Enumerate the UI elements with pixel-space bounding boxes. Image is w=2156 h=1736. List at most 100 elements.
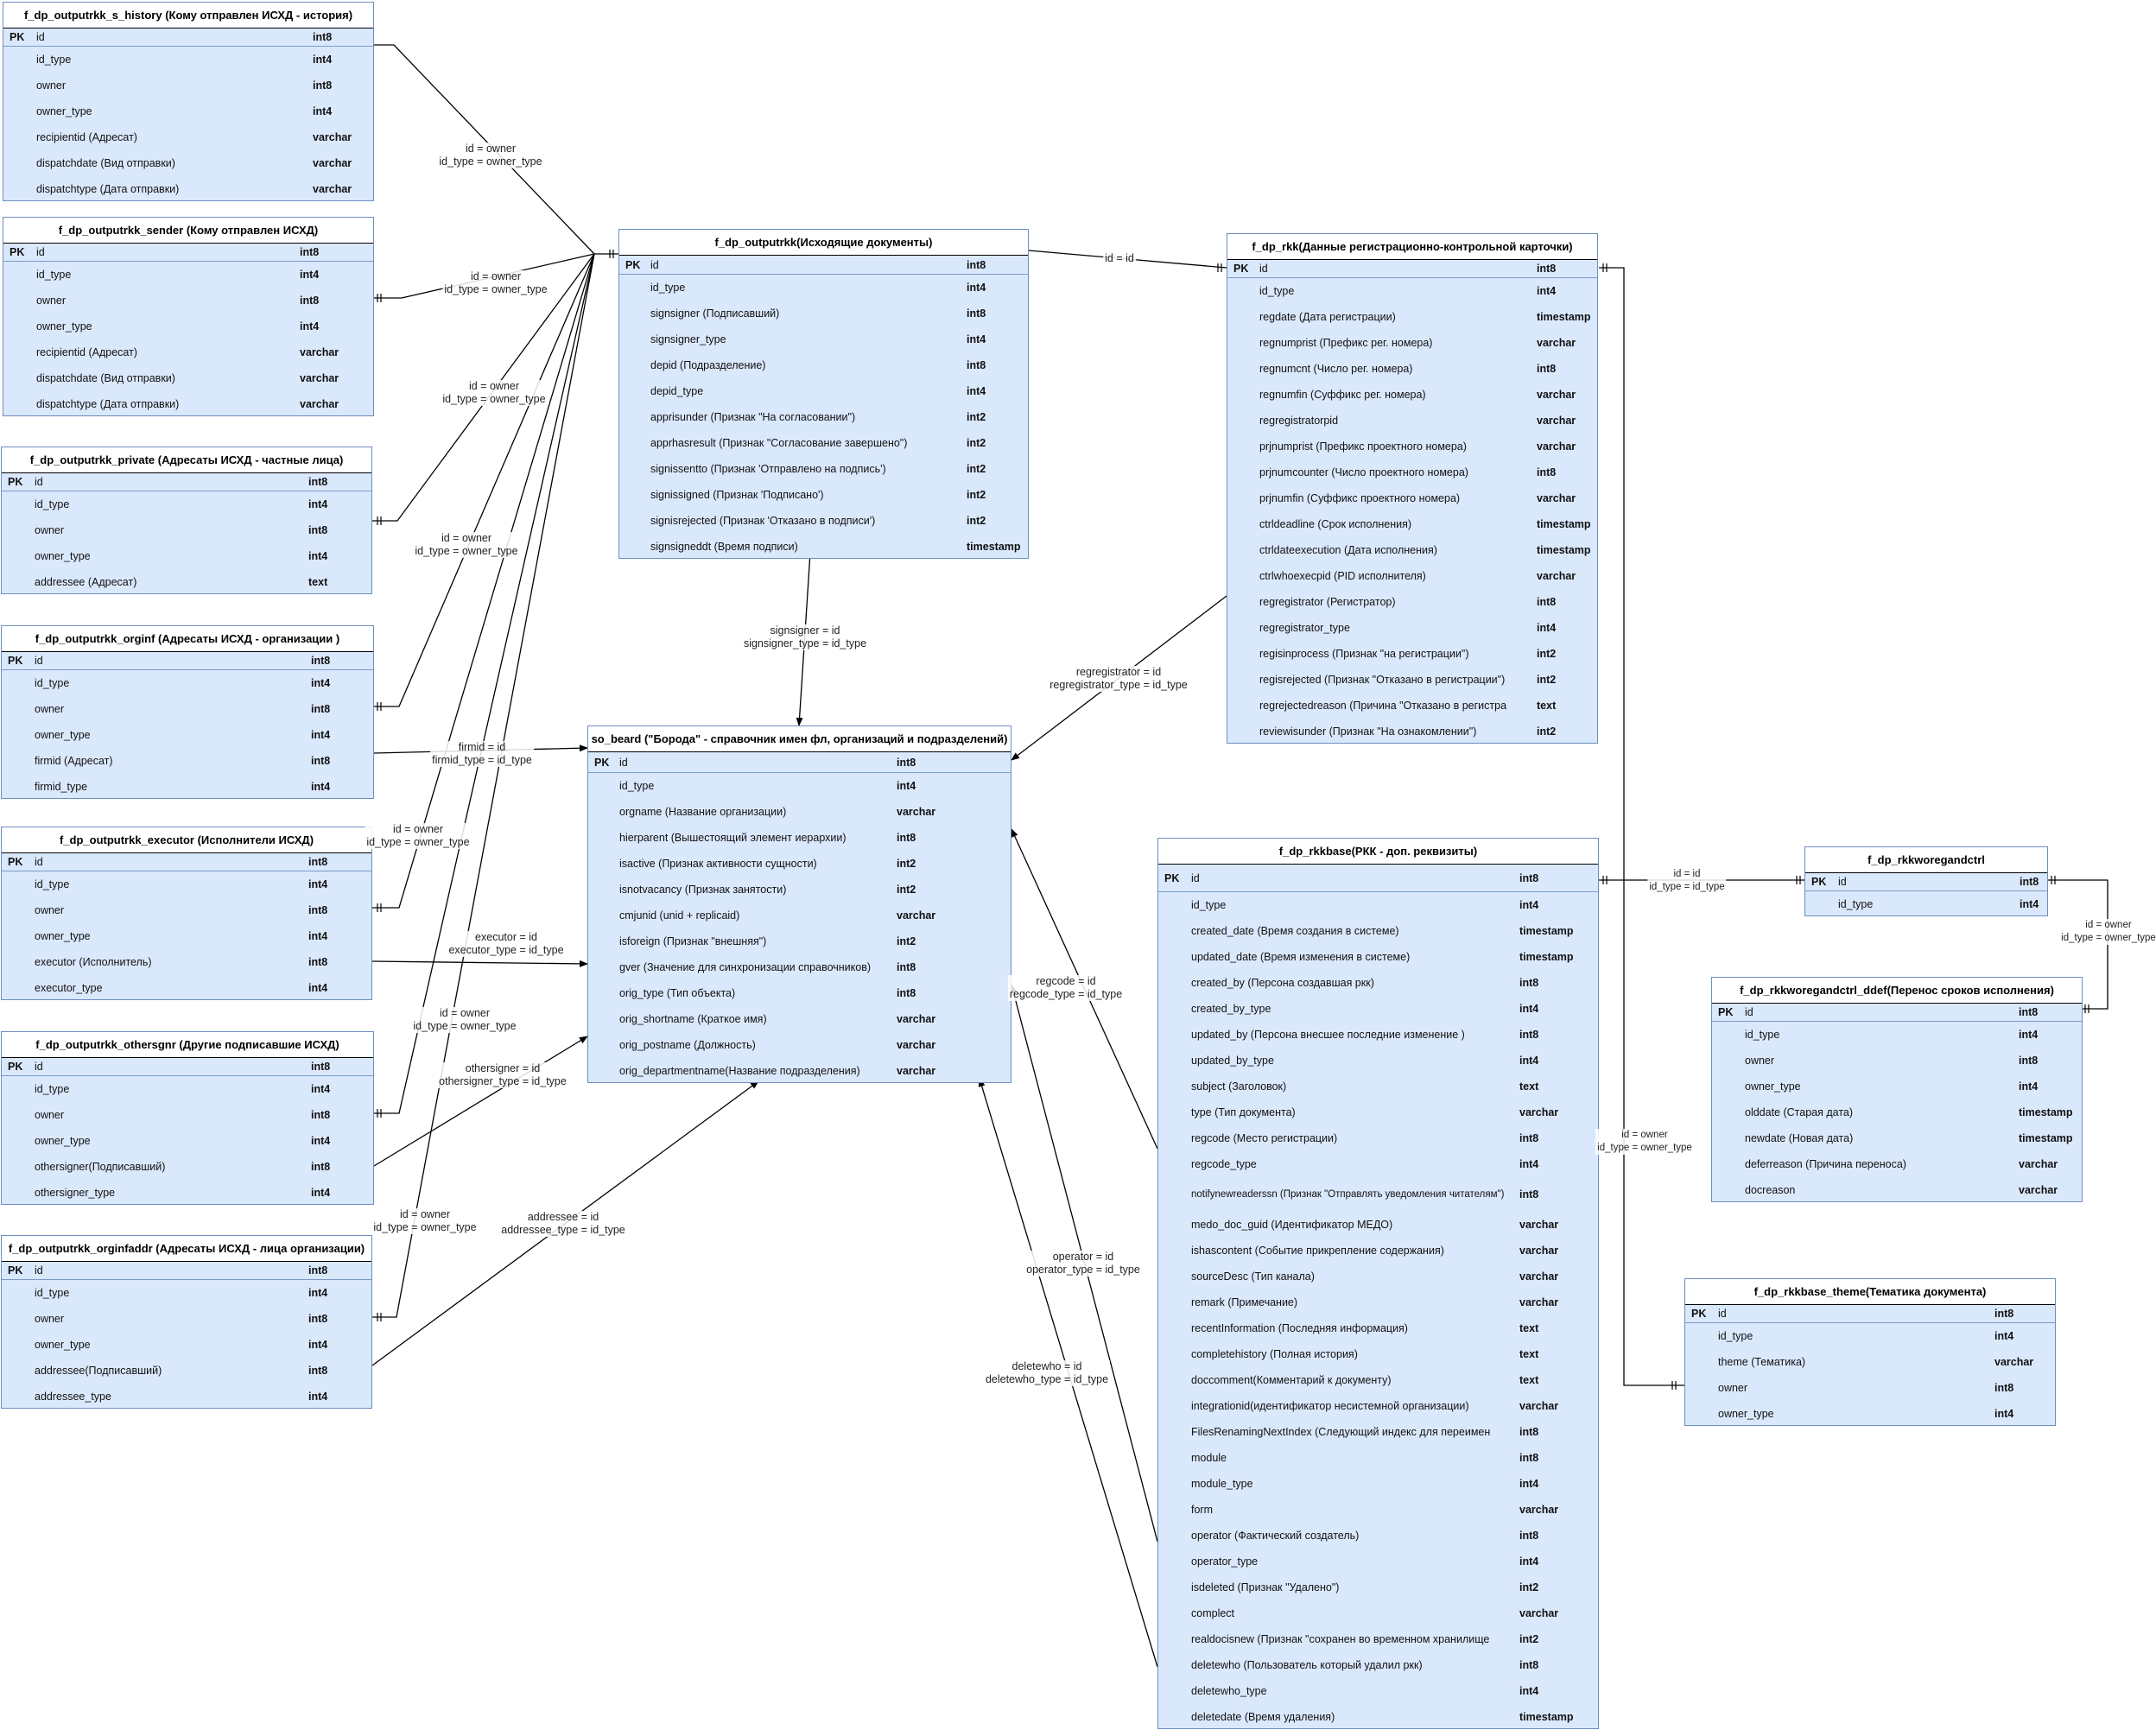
- table-orginf[interactable]: f_dp_outputrkk_orginf (Адресаты ИСХД - о…: [1, 625, 374, 799]
- table-row[interactable]: othersigner(Подписавший)int8: [2, 1154, 373, 1180]
- table-row[interactable]: recentInformation (Последняя информация)…: [1158, 1315, 1598, 1341]
- table-row[interactable]: addressee (Адресат)text: [2, 569, 371, 595]
- table-orginfaddr[interactable]: f_dp_outputrkk_orginfaddr (Адресаты ИСХД…: [1, 1235, 372, 1409]
- table-row[interactable]: regisrejected (Признак "Отказано в регис…: [1227, 667, 1597, 693]
- table-row[interactable]: signsigneddt (Время подписи)timestamp: [619, 534, 1028, 560]
- table-row[interactable]: apprisunder (Признак "На согласовании")i…: [619, 404, 1028, 430]
- table-private[interactable]: f_dp_outputrkk_private (Адресаты ИСХД - …: [1, 447, 372, 594]
- table-row[interactable]: orig_shortname (Краткое имя)varchar: [588, 1006, 1011, 1032]
- table-row[interactable]: ctrldateexecution (Дата исполнения)times…: [1227, 537, 1597, 563]
- table-row[interactable]: ishascontent (Событие прикрепление содер…: [1158, 1238, 1598, 1264]
- table-row[interactable]: recipientid (Адресат)varchar: [3, 124, 373, 150]
- table-row[interactable]: cmjunid (unid + replicaid)varchar: [588, 903, 1011, 928]
- table-row[interactable]: isactive (Признак активности сущности)in…: [588, 851, 1011, 877]
- table-row[interactable]: prjnumcounter (Число проектного номера)i…: [1227, 459, 1597, 485]
- table-row[interactable]: regregistrator (Регистратор)int8: [1227, 589, 1597, 615]
- table-row[interactable]: depid (Подразделение)int8: [619, 352, 1028, 378]
- table-row[interactable]: regdate (Дата регистрации)timestamp: [1227, 304, 1597, 330]
- table-row[interactable]: dispatchtype (Дата отправки)varchar: [3, 176, 373, 202]
- table-row[interactable]: apprhasresult (Признак "Согласование зав…: [619, 430, 1028, 456]
- table-row[interactable]: regrejectedreason (Причина "Отказано в р…: [1227, 693, 1597, 719]
- table-row[interactable]: doccomment(Комментарий к документу)text: [1158, 1367, 1598, 1393]
- table-row[interactable]: notifynewreaderssn (Признак "Отправлять …: [1158, 1177, 1598, 1212]
- table-row[interactable]: sourceDesc (Тип канала)varchar: [1158, 1264, 1598, 1289]
- table-row[interactable]: FilesRenamingNextIndex (Следующий индекс…: [1158, 1419, 1598, 1445]
- table-row[interactable]: orig_departmentname(Название подразделен…: [588, 1058, 1011, 1084]
- table-row[interactable]: prjnumprist (Префикс проектного номера)v…: [1227, 434, 1597, 459]
- table-so_beard[interactable]: so_beard ("Борода" - справочник имен фл,…: [587, 725, 1011, 1083]
- table-row[interactable]: created_date (Время создания в системе)t…: [1158, 918, 1598, 944]
- table-row[interactable]: deletewho (Пользователь который удалил р…: [1158, 1652, 1598, 1678]
- table-row[interactable]: signissigned (Признак 'Подписано')int2: [619, 482, 1028, 508]
- table-row[interactable]: isforeign (Признак "внешняя")int2: [588, 928, 1011, 954]
- table-row[interactable]: regcode (Место регистрации)int8: [1158, 1125, 1598, 1151]
- table-row[interactable]: isnotvacancy (Признак занятости)int2: [588, 877, 1011, 903]
- table-row[interactable]: isdeleted (Признак "Удалено")int2: [1158, 1574, 1598, 1600]
- table-row[interactable]: ctrlwhoexecpid (PID исполнителя)varchar: [1227, 563, 1597, 589]
- table-row[interactable]: theme (Тематика)varchar: [1685, 1349, 2055, 1375]
- table-row[interactable]: executor (Исполнитель)int8: [2, 949, 371, 975]
- table-row[interactable]: recipientid (Адресат)varchar: [3, 339, 373, 365]
- table-row[interactable]: orgname (Название организации)varchar: [588, 799, 1011, 825]
- table-row[interactable]: operator (Фактический создатель)int8: [1158, 1523, 1598, 1549]
- table-row[interactable]: newdate (Новая дата)timestamp: [1712, 1125, 2082, 1151]
- table-ddef[interactable]: f_dp_rkkworegandctrl_ddef(Перенос сроков…: [1711, 977, 2083, 1202]
- table-row[interactable]: reviewisunder (Признак "На ознакомлении"…: [1227, 719, 1597, 744]
- table-row[interactable]: deletedate (Время удаления)timestamp: [1158, 1704, 1598, 1730]
- table-row[interactable]: type (Тип документа)varchar: [1158, 1099, 1598, 1125]
- table-row[interactable]: realdocisnew (Признак "сохранен во време…: [1158, 1626, 1598, 1652]
- table-row[interactable]: deferreason (Причина переноса)varchar: [1712, 1151, 2082, 1177]
- table-row[interactable]: medo_doc_guid (Идентификатор МЕДО)varcha…: [1158, 1212, 1598, 1238]
